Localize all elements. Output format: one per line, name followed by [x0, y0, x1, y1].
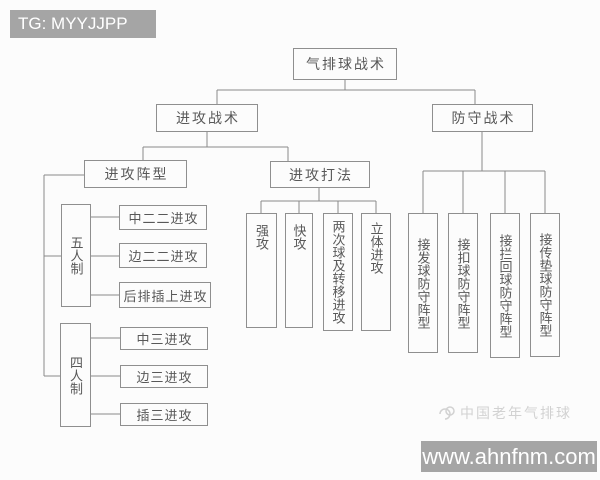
- node-stereo-attack: 立体进攻: [361, 213, 391, 331]
- node-serve-receive-defense-formation: 接发球防守阵型: [408, 213, 438, 353]
- node-mid-3-attack: 中三进攻: [120, 327, 208, 350]
- node-attack-tactics: 进攻战术: [156, 104, 258, 132]
- node-block-return-receive-defense-formation: 接拦回球防守阵型: [490, 213, 520, 358]
- watermark-logo-icon: [439, 406, 455, 420]
- node-five-person-system: 五人制: [61, 204, 91, 307]
- node-pass-dig-receive-defense-formation: 接传垫球防守阵型: [530, 213, 560, 357]
- node-attack-methods: 进攻打法: [270, 161, 370, 188]
- watermark-label: 中国老年气排球: [460, 407, 572, 422]
- node-defense-tactics: 防守战术: [432, 104, 533, 132]
- watermark: 中国老年气排球: [436, 403, 572, 423]
- node-backrow-insert-attack: 后排插上进攻: [119, 282, 211, 308]
- bottom-banner-url: www.ahnfnm.com: [422, 443, 596, 469]
- node-power-attack: 强攻: [246, 213, 277, 328]
- node-insert-3-attack: 插三进攻: [120, 403, 208, 426]
- top-watermark-banner: TG: MYYJJPP: [10, 10, 156, 38]
- node-attack-formation: 进攻阵型: [84, 160, 187, 188]
- top-banner-label: TG: MYYJJPP: [18, 14, 128, 33]
- node-mid-2-2-attack: 中二二进攻: [119, 205, 207, 230]
- node-four-person-system: 四人制: [60, 323, 91, 427]
- bottom-url-banner: www.ahnfnm.com: [421, 441, 597, 472]
- node-side-2-2-attack: 边二二进攻: [119, 243, 207, 268]
- node-air-volleyball-tactics: 气排球战术: [293, 48, 397, 80]
- node-second-ball-transfer-attack: 两次球及转移进攻: [323, 213, 353, 331]
- node-quick-attack: 快攻: [285, 213, 313, 328]
- node-side-3-attack: 边三进攻: [120, 365, 208, 388]
- node-spike-receive-defense-formation: 接扣球防守阵型: [448, 213, 478, 353]
